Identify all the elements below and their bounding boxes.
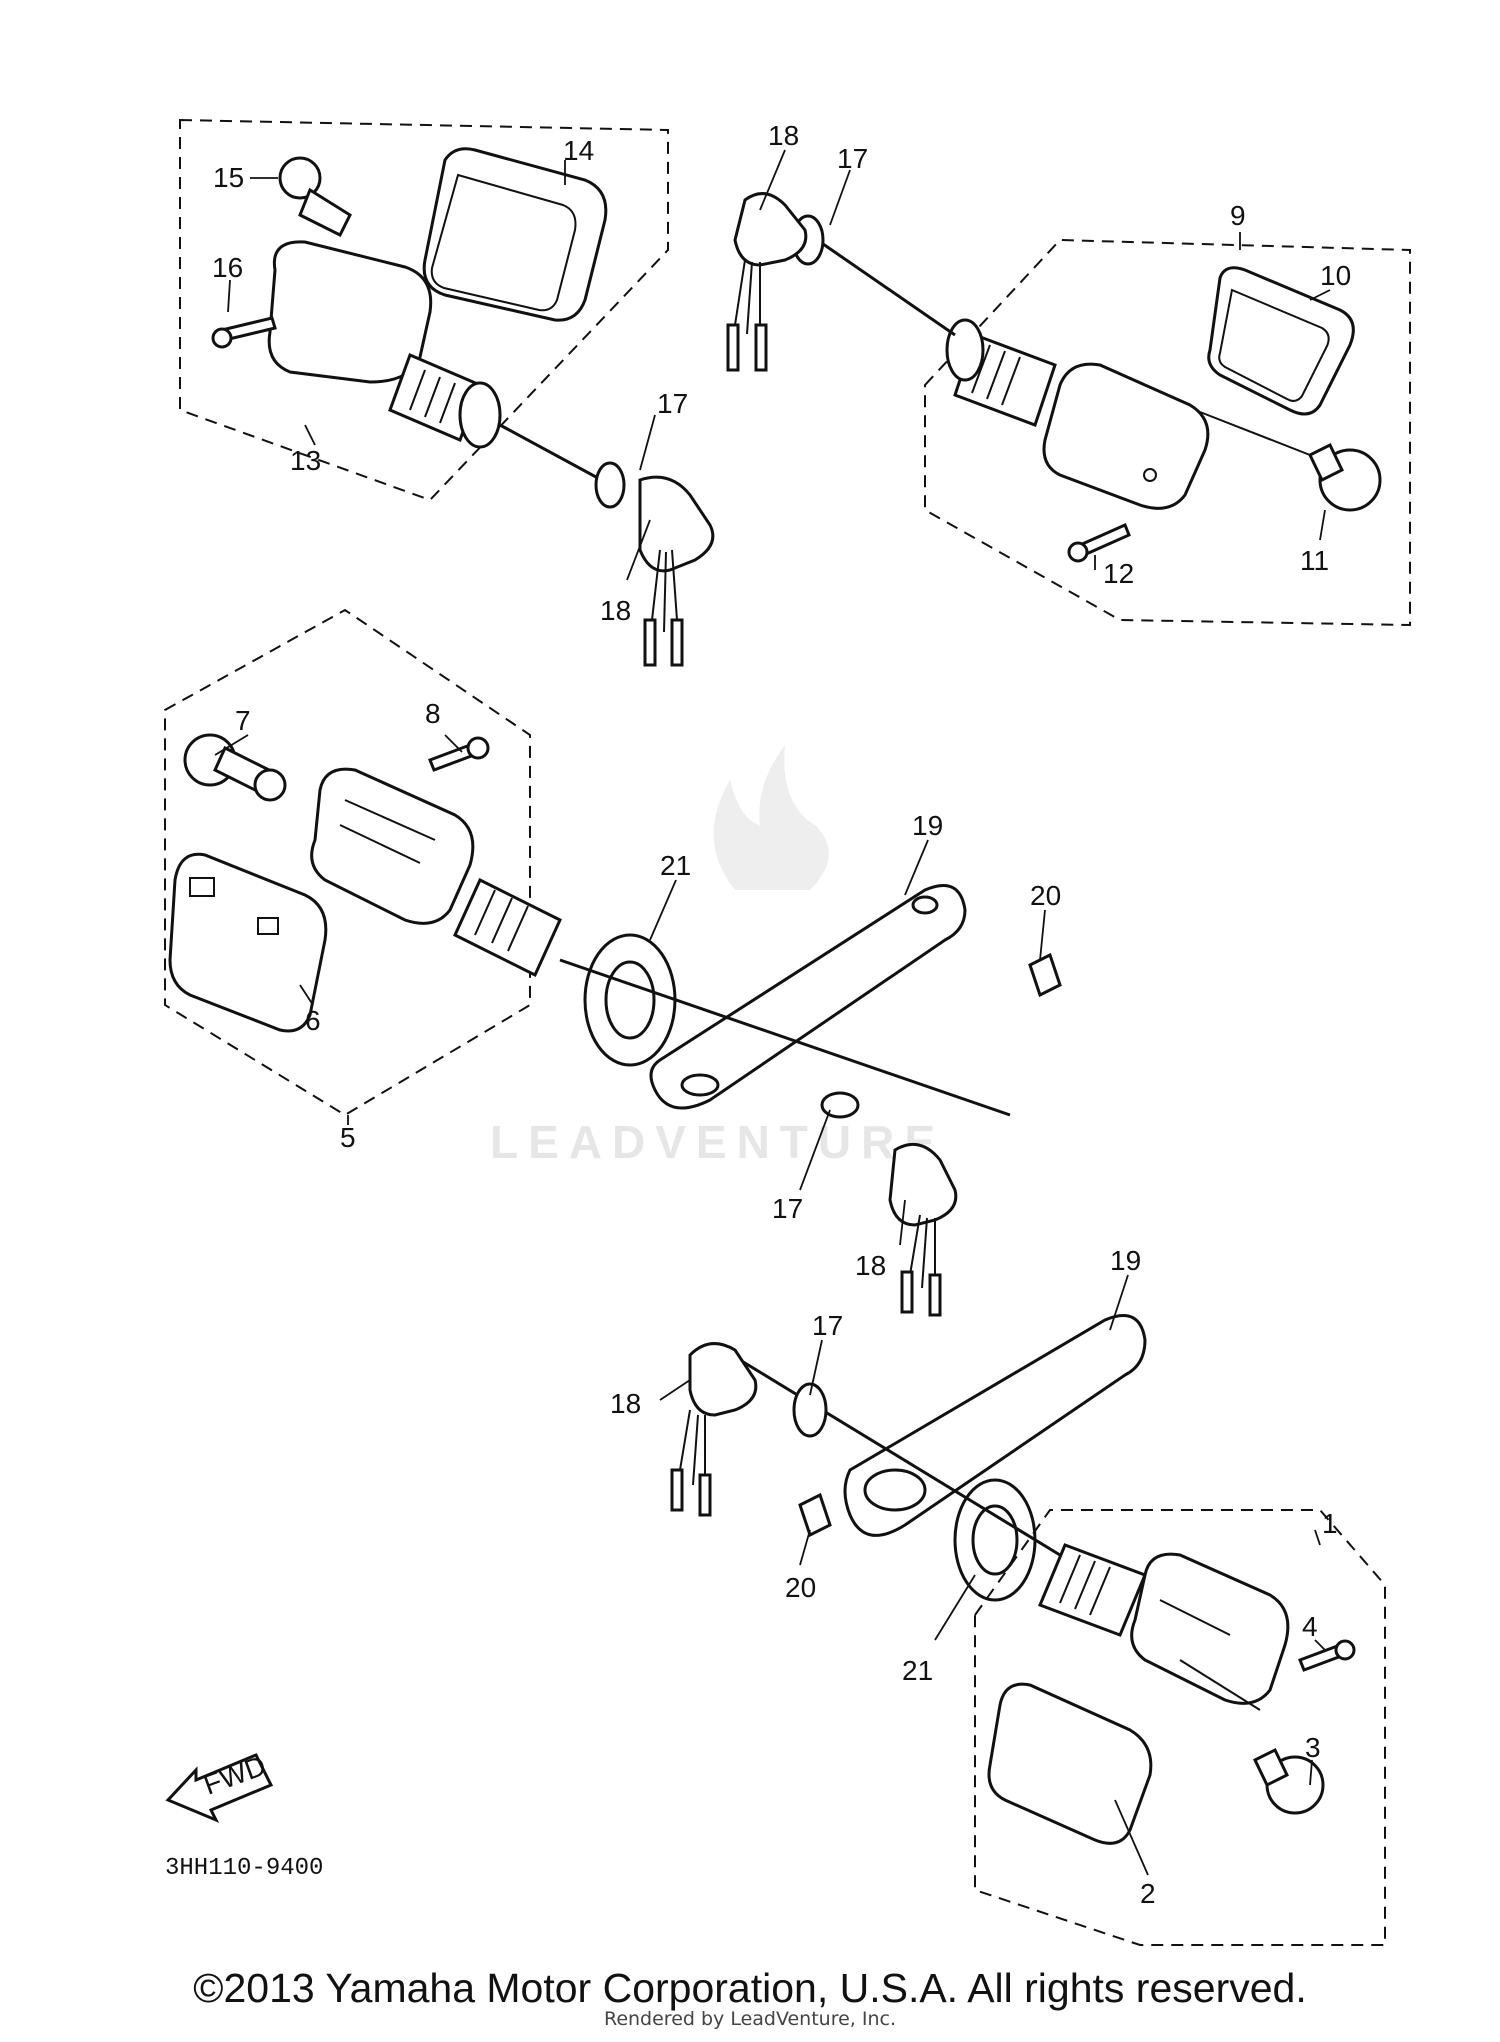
part-label-17b: 17 — [837, 143, 868, 174]
part-label-21b: 21 — [902, 1655, 933, 1686]
copyright-notice: ©2013 Yamaha Motor Corporation, U.S.A. A… — [193, 1965, 1307, 2011]
part-label-10: 10 — [1320, 260, 1351, 291]
flasher-assembly-1 — [974, 1509, 1386, 1946]
rendered-by-credit: Rendered by LeadVenture, Inc. — [603, 2008, 897, 2030]
part-labels: 1 2 3 4 5 6 7 8 9 10 11 12 13 14 15 16 1… — [212, 120, 1351, 1909]
part-label-8: 8 — [425, 698, 441, 729]
watermark-text: LEADVENTURE — [490, 1116, 945, 1168]
part-label-21a: 21 — [660, 850, 691, 881]
flasher-assembly-5 — [164, 608, 562, 1117]
leadventure-watermark: LEADVENTURE — [490, 745, 945, 1168]
part-label-14: 14 — [563, 135, 594, 166]
part-label-5: 5 — [340, 1122, 356, 1153]
part-label-2: 2 — [1140, 1878, 1156, 1909]
part-label-18d: 18 — [610, 1388, 641, 1419]
part-label-4: 4 — [1302, 1611, 1318, 1642]
lens-14-shape — [422, 147, 608, 322]
part-label-20a: 20 — [1030, 880, 1061, 911]
part-label-15: 15 — [213, 162, 244, 193]
flasher-assembly-9 — [726, 192, 1411, 627]
part-label-18b: 18 — [768, 120, 799, 151]
fwd-arrow-icon: FWD — [165, 1750, 274, 1823]
part-label-16: 16 — [212, 252, 243, 283]
part-label-1: 1 — [1322, 1508, 1338, 1539]
part-label-7: 7 — [235, 705, 251, 736]
mount-bracket-19-lower — [670, 1314, 1147, 1602]
part-label-17c: 17 — [772, 1193, 803, 1224]
leader-lines — [214, 149, 1331, 1876]
part-label-20b: 20 — [785, 1572, 816, 1603]
part-label-17d: 17 — [812, 1310, 843, 1341]
part-label-13: 13 — [290, 445, 321, 476]
flasher-assembly-13 — [179, 118, 715, 667]
part-label-11: 11 — [1300, 545, 1329, 576]
part-label-6: 6 — [305, 1005, 321, 1036]
part-label-3: 3 — [1305, 1732, 1321, 1763]
part-label-18a: 18 — [600, 595, 631, 626]
part-label-18c: 18 — [855, 1250, 886, 1281]
part-label-19a: 19 — [912, 810, 943, 841]
part-label-12: 12 — [1103, 558, 1134, 589]
part-label-19b: 19 — [1110, 1245, 1141, 1276]
part-label-9: 9 — [1230, 200, 1246, 231]
diagram-code: 3HH110-9400 — [165, 1855, 324, 1882]
mount-bracket-19-upper — [559, 884, 1062, 1317]
part-label-17a: 17 — [657, 388, 688, 419]
